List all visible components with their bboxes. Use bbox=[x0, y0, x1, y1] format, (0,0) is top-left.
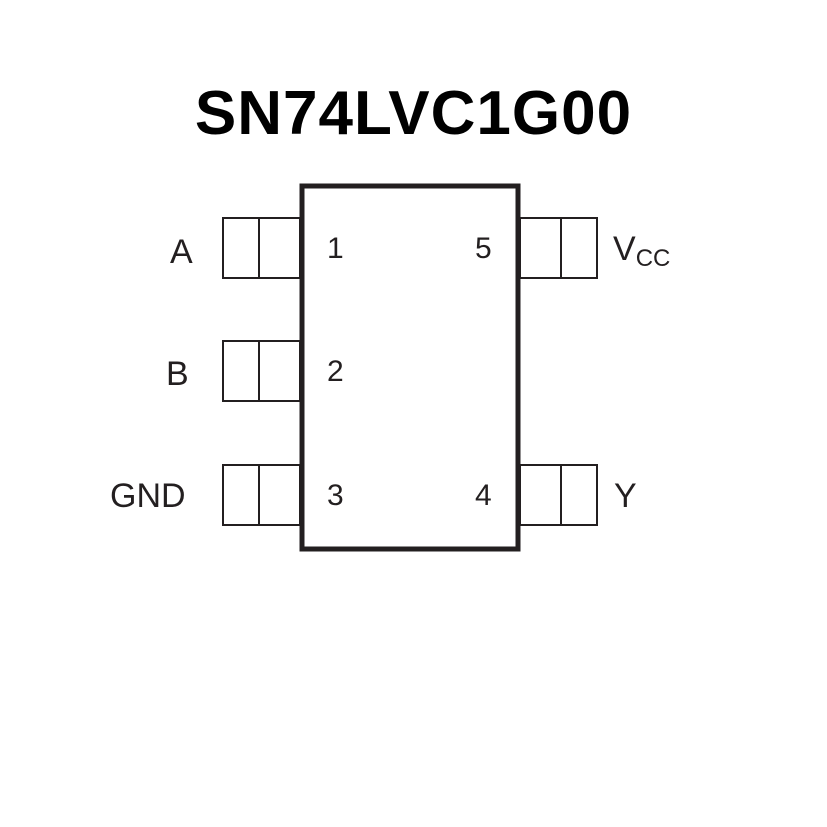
pin-2-name: B bbox=[166, 355, 189, 393]
pin-1-number: 1 bbox=[327, 232, 344, 265]
pin-3-number: 3 bbox=[327, 479, 344, 512]
pin-5-name-sub: CC bbox=[635, 245, 671, 272]
pin-2-lead bbox=[222, 340, 301, 402]
pin-2-number: 2 bbox=[327, 355, 344, 388]
pin-3-lead bbox=[222, 464, 301, 526]
pin-5-name: VCC bbox=[613, 230, 670, 273]
chip-title: SN74LVC1G00 bbox=[194, 79, 633, 148]
pin-3-name: GND bbox=[110, 477, 186, 515]
pin-4-number: 4 bbox=[475, 479, 492, 512]
pin-5-lead bbox=[519, 217, 598, 279]
pin-5-number: 5 bbox=[475, 232, 492, 265]
pin-5-name-main: V bbox=[613, 230, 636, 268]
pin-4-lead bbox=[519, 464, 598, 526]
chip-body bbox=[299, 183, 521, 552]
pin-1-name: A bbox=[170, 233, 193, 271]
pin-4-name: Y bbox=[614, 477, 637, 515]
pin-1-lead bbox=[222, 217, 301, 279]
